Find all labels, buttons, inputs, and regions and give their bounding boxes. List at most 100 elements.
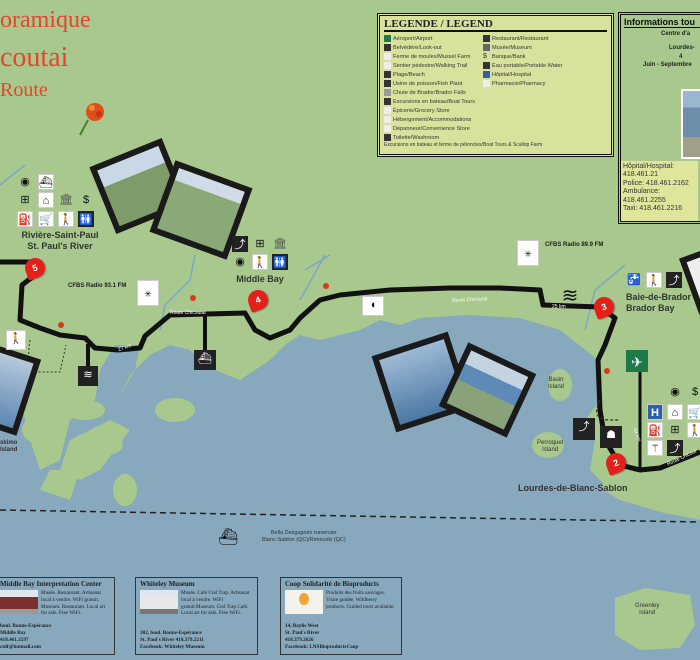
- pharmacy-icon: [483, 80, 490, 87]
- info-line: 4: [679, 53, 683, 60]
- radio-label: CFBS Radio 93.1 FM: [68, 283, 127, 289]
- pharmacy-icon: ⊞: [20, 194, 30, 206]
- info-line: Juin - Septembre: [643, 62, 692, 69]
- washroom-icon: 🚻: [78, 211, 94, 227]
- bank-icon: $: [82, 194, 90, 206]
- coop-logo: [285, 590, 323, 614]
- pharmacy-icon: ⚚: [647, 440, 663, 456]
- island: [87, 435, 123, 455]
- accommodation-icon: ⌂: [667, 404, 683, 420]
- bank-icon: $: [483, 53, 487, 60]
- island: [22, 416, 58, 444]
- hiker-icon: 🚶: [252, 254, 268, 270]
- restaurant-icon: ◉: [20, 176, 30, 188]
- map-title-line1: oramique: [0, 7, 91, 33]
- island: [65, 400, 105, 420]
- washroom-icon: [384, 134, 391, 141]
- island: [113, 474, 137, 506]
- info-line: Lourdes-: [669, 45, 695, 52]
- legend-item: Hébergement/Accommodations: [384, 115, 475, 124]
- hiker-icon: 🚶: [6, 330, 26, 350]
- taxi-phone: Taxi: 418.461.2216: [623, 204, 683, 212]
- museum-icon: [483, 44, 490, 51]
- legend-item: Sentier pédestre/Walking Trail: [384, 61, 475, 70]
- greenley-island: [615, 588, 695, 650]
- boat-tour-icon: ⛴: [194, 350, 216, 370]
- route-chicoutai: [0, 259, 700, 473]
- place-lourdes-de-blanc-sablon: Lourdes-de-Blanc-Sablon: [518, 483, 628, 493]
- legend-item: $Banque/Bank: [483, 53, 526, 60]
- ferry-icon: ⛴: [218, 529, 239, 546]
- legend-item: Ferme de moules/Mussel Farm: [384, 52, 475, 61]
- legend-item: Plage/Beach: [384, 70, 475, 79]
- legend-item: Excursions en bateau/Boat Tours: [384, 97, 475, 106]
- island: [155, 398, 195, 422]
- info-center-photo: [681, 89, 700, 159]
- card-photo: [0, 590, 38, 614]
- grocery-icon: 🛒: [38, 211, 54, 227]
- island: [66, 450, 94, 470]
- airport-icon: ✈: [626, 350, 648, 372]
- ferry-route: [0, 509, 700, 523]
- legend-item: Chute de Brador/Brador Falls: [384, 88, 475, 97]
- radio-tower-icon: ✳: [137, 280, 159, 306]
- ambulance-phone: Ambulance: 418.461.2255: [623, 188, 666, 204]
- hospital-icon: H: [647, 404, 663, 420]
- radio-tower-icon: ✳: [517, 240, 539, 266]
- point-of-interest-dot[interactable]: [604, 368, 610, 374]
- legend-item: Dépanneur/Convenience Store: [384, 124, 475, 133]
- lookout-icon: ⤴: [667, 440, 683, 456]
- hiker-icon: [384, 62, 391, 69]
- museum-icon: 🏛: [59, 194, 73, 206]
- restaurant-icon: ◉: [670, 386, 680, 398]
- falls-icon: ☗: [600, 426, 622, 448]
- trail: [596, 399, 620, 421]
- point-of-interest-dot[interactable]: [58, 322, 64, 328]
- legend-item: Hôpital/Hospital: [483, 70, 562, 79]
- legend-item: Épicerie/Grocery Store: [384, 106, 475, 115]
- lookout-icon: ⤴: [573, 418, 595, 440]
- hospital-icon: [483, 71, 490, 78]
- place-middle-bay: Middle Bay: [236, 274, 284, 284]
- grocery-icon: 🛒: [687, 404, 700, 420]
- falls-icon: [384, 89, 391, 96]
- convenience-icon: ⛽: [647, 422, 663, 438]
- restaurant-icon: [483, 35, 490, 42]
- hiker-icon: 🚶: [687, 422, 700, 438]
- washroom-icon: 🚻: [272, 254, 288, 270]
- accommodation-icon: [384, 116, 391, 123]
- beach-icon: [384, 71, 391, 78]
- accommodation-icon: ⌂: [38, 192, 54, 208]
- card-photo: [140, 590, 178, 614]
- hiker-icon: 🚶: [58, 211, 74, 227]
- legend-item: Pharmacie/Pharmacy: [483, 79, 562, 88]
- basin-island: [548, 369, 572, 401]
- card-middle-bay-center: Middle Bay Interpretation Center Musée. …: [0, 577, 115, 655]
- peninsula: [560, 320, 700, 520]
- hiker-icon: 🚶: [646, 272, 662, 288]
- legend-item: Belvédère/Look-out: [384, 43, 475, 52]
- fish-plant-icon: ≋: [78, 366, 98, 386]
- cloudberry-icon: [79, 103, 104, 136]
- lookout-icon: ⤴: [666, 272, 682, 288]
- police-phone: Police: 418.461.2162: [623, 179, 689, 187]
- point-of-interest-dot[interactable]: [190, 295, 196, 301]
- grocery-icon: [384, 107, 391, 114]
- map-title-line3: Route: [0, 79, 48, 101]
- card-whiteley-museum: Whiteley Museum Musée. Café Cod Trap. Ar…: [135, 577, 258, 655]
- water-tap-icon: 🚰: [627, 274, 641, 286]
- info-line: Centre d'a: [661, 31, 691, 37]
- point-of-interest-dot[interactable]: [323, 283, 329, 289]
- water-tap-icon: [483, 62, 490, 69]
- lookout-icon: [384, 44, 391, 51]
- mussel-farm-icon: ◖: [362, 296, 384, 316]
- radio-label: CFBS Radio 89.9 FM: [545, 242, 604, 248]
- emergency-numbers: Hôpital/Hospital: 418.461.21 Police: 418…: [621, 161, 698, 221]
